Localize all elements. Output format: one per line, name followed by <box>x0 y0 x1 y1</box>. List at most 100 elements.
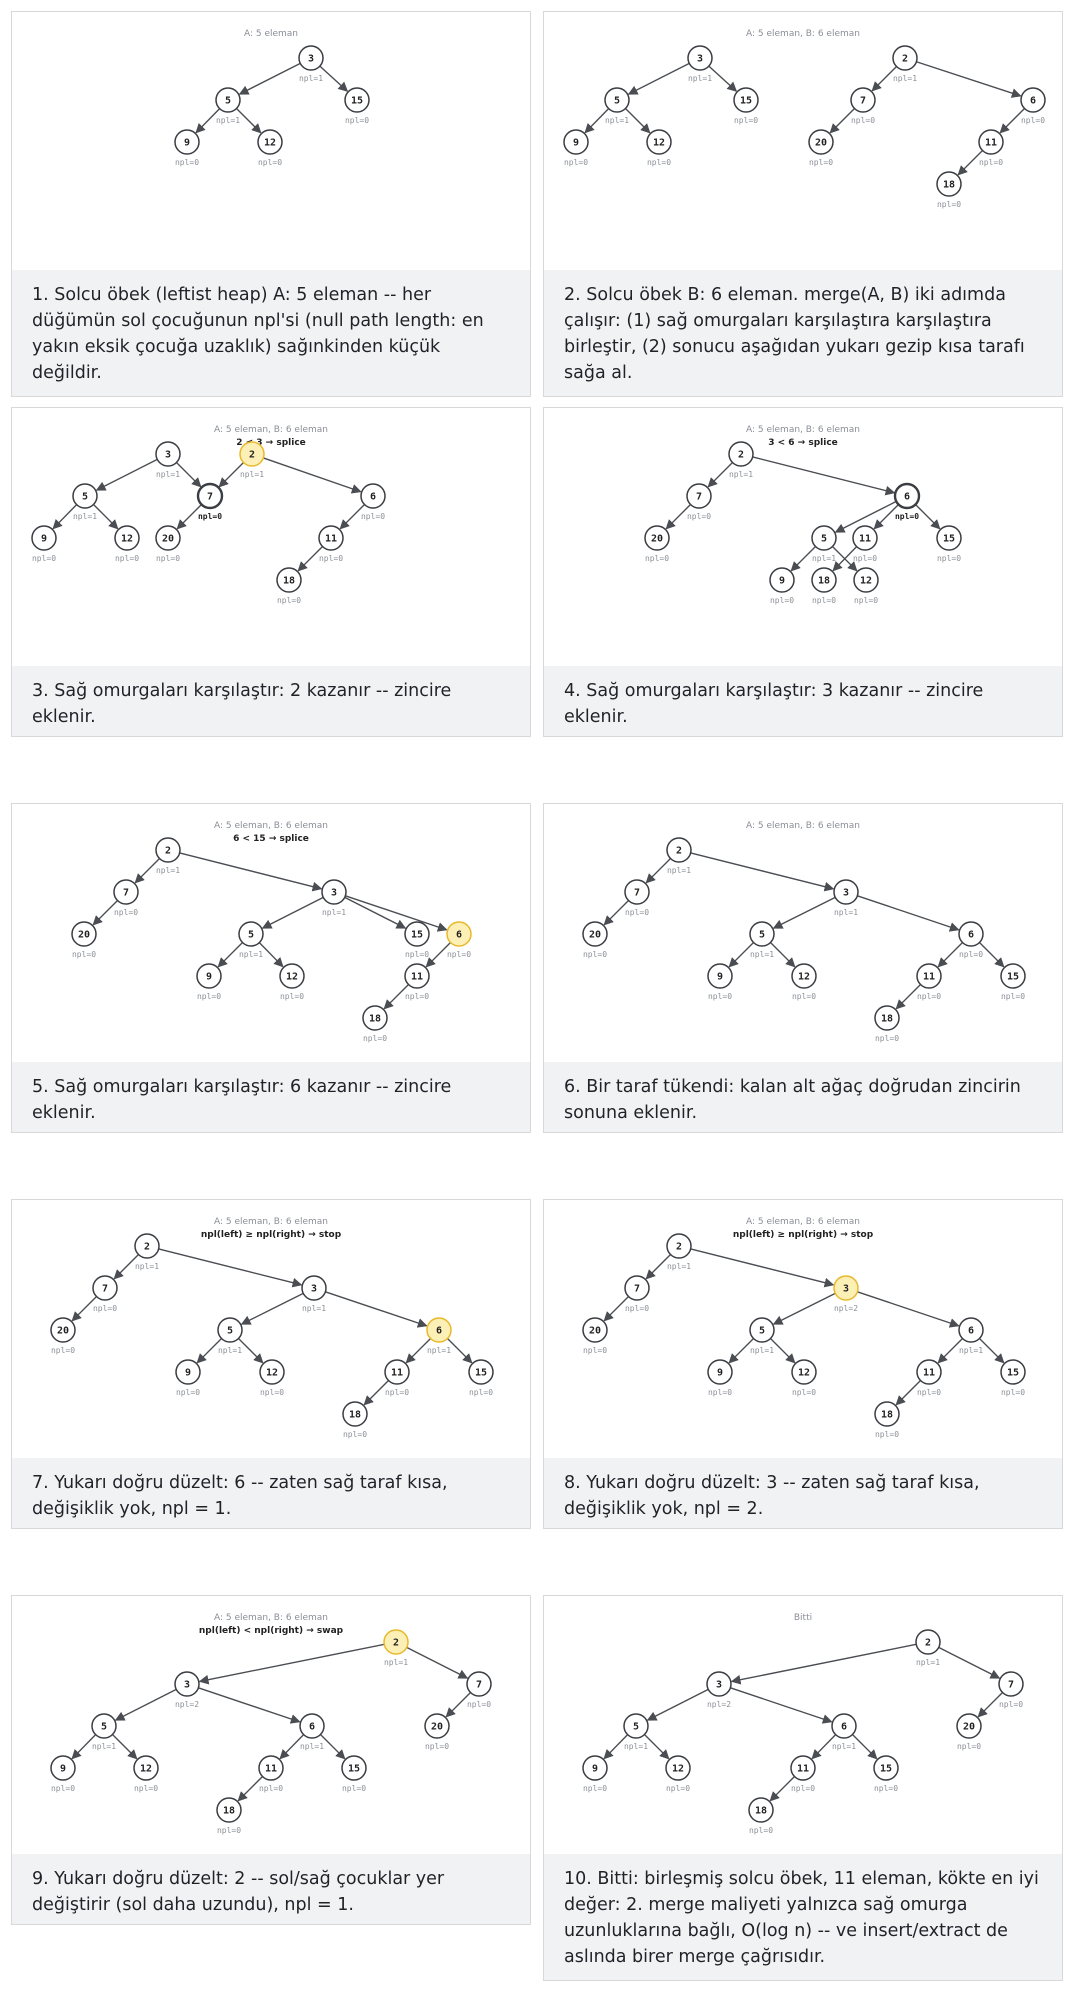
tree-diagram: Bitti2npl=13npl=27npl=05npl=16npl=120npl… <box>582 1613 1024 1835</box>
edge-n5-n9 <box>195 108 221 134</box>
node-circle <box>279 963 305 989</box>
edge-n5-n9 <box>728 941 755 968</box>
node-circle <box>811 567 837 593</box>
edge-n3-n5 <box>95 458 158 491</box>
heap-node: 15 npl=0 <box>1000 963 1026 1001</box>
edge-n11-n18 <box>895 1379 922 1406</box>
node-circle <box>404 921 430 947</box>
edge-n2-n6 <box>916 61 1022 98</box>
node-label: 2 <box>393 1638 399 1649</box>
node-circle <box>196 963 222 989</box>
node-label: 2 <box>165 846 171 857</box>
edge-n2-n7 <box>871 65 898 92</box>
tree-diagram: A: 5 eleman3npl=15npl=115npl=09npl=012np… <box>174 29 370 167</box>
node-npl: npl=1 <box>216 116 240 125</box>
node-npl: npl=0 <box>115 554 139 563</box>
edge-n3-n6 <box>857 895 960 932</box>
node-label: 20 <box>815 138 827 149</box>
node-label: 18 <box>818 576 830 587</box>
edge-n2-n6 <box>752 456 896 496</box>
node-circle <box>341 1755 367 1781</box>
node-label: 2 <box>144 1242 150 1253</box>
edge-n3-n6 <box>345 895 448 932</box>
node-label: 7 <box>696 492 702 503</box>
node-npl: npl=0 <box>51 1346 75 1355</box>
node-npl: npl=0 <box>791 1784 815 1793</box>
node-npl: npl=0 <box>979 158 1003 167</box>
edge-n6-n15 <box>319 1733 346 1760</box>
node-label: 15 <box>1007 972 1019 983</box>
node-npl: npl=0 <box>198 512 222 521</box>
node-circle <box>257 129 283 155</box>
edge-n3-n6 <box>198 1687 301 1724</box>
node-npl: npl=0 <box>875 1034 899 1043</box>
node-label: 12 <box>266 1368 278 1379</box>
edge-n6-n15 <box>914 503 941 530</box>
node-npl: npl=0 <box>134 1784 158 1793</box>
node-circle <box>1020 87 1046 113</box>
edge-n5-n12 <box>769 941 796 968</box>
edge-n3-n6 <box>857 1291 960 1328</box>
node-circle <box>853 567 879 593</box>
node-circle <box>791 1359 817 1385</box>
node-npl: npl=0 <box>363 1034 387 1043</box>
edge-n3-n5 <box>240 1292 304 1325</box>
edge-n5-n9 <box>728 1337 755 1364</box>
node-label: 12 <box>286 972 298 983</box>
node-label: 12 <box>264 138 276 149</box>
node-circle <box>404 963 430 989</box>
step-header: A: 5 eleman, B: 6 eleman <box>214 425 328 435</box>
node-circle <box>733 87 759 113</box>
node-npl: npl=0 <box>937 200 961 209</box>
node-label: 3 <box>843 888 849 899</box>
node-npl: npl=0 <box>469 1388 493 1397</box>
edge-n2-n3 <box>198 1643 385 1685</box>
edge-n5-n12 <box>111 1733 138 1760</box>
node-circle <box>624 1275 650 1301</box>
node-npl: npl=0 <box>1001 1388 1025 1397</box>
node-npl: npl=0 <box>874 1784 898 1793</box>
node-npl: npl=0 <box>342 1784 366 1793</box>
node-npl: npl=0 <box>345 116 369 125</box>
node-npl: npl=1 <box>218 1346 242 1355</box>
node-npl: npl=0 <box>708 1388 732 1397</box>
node-npl: npl=0 <box>1001 992 1025 1001</box>
node-npl: npl=0 <box>259 1784 283 1793</box>
edge-n2-n7 <box>645 857 672 884</box>
node-label: 12 <box>653 138 665 149</box>
step-header: A: 5 eleman <box>244 29 298 39</box>
node-npl: npl=0 <box>792 1388 816 1397</box>
node-npl: npl=0 <box>93 1304 117 1313</box>
node-label: 2 <box>676 846 682 857</box>
node-circle <box>468 1359 494 1385</box>
node-label: 12 <box>140 1764 152 1775</box>
step-header: Bitti <box>794 1613 812 1623</box>
node-circle <box>624 879 650 905</box>
node-npl: npl=1 <box>239 950 263 959</box>
node-circle <box>687 45 713 71</box>
edge-n6-n11 <box>405 1337 432 1364</box>
edge-n6-n11 <box>937 941 964 968</box>
node-label: 3 <box>716 1680 722 1691</box>
